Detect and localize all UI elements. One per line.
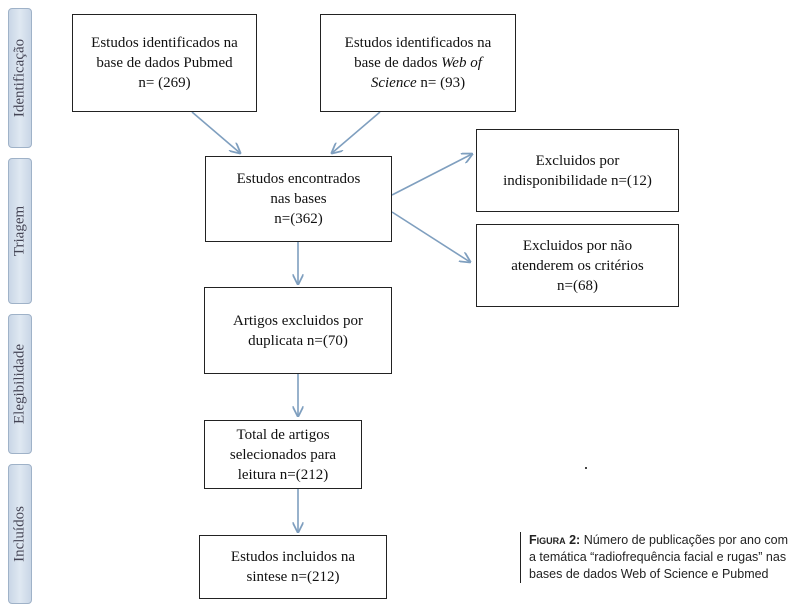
box-pubmed: Estudos identificados na base de dados P… (72, 14, 257, 112)
box-estudos-incluidos: Estudos incluidos na sintese n=(212) (199, 535, 387, 599)
box-web-of-science: Estudos identificados na base de dados W… (320, 14, 516, 112)
box-wos-line1: Estudos identificados na (344, 35, 492, 51)
stage-tab-triagem: Triagem (8, 158, 32, 304)
box-wos-line3: Science n= (93) (371, 73, 465, 93)
box-encontrados-line1: Estudos encontrados (236, 171, 361, 187)
box-selecionados-line1: Total de artigos (236, 426, 330, 443)
box-excluidos-indisponibilidade: Excluidos por indisponibilidade n=(12) (476, 129, 679, 212)
box-selecionados-line3: leitura n=(212) (237, 466, 329, 483)
stray-dot (585, 467, 587, 469)
box-duplicata-line2: duplicata n=(70) (248, 332, 348, 349)
box-wos-line2: base de dados Web of (354, 53, 482, 73)
box-criterios-line3: n=(68) (557, 277, 598, 294)
box-wos-line3-post: n= (93) (416, 75, 466, 91)
caption-label: Figura 2: (529, 533, 581, 547)
box-pubmed-line1: Estudos identificados na (91, 35, 238, 51)
arrow-to-indisponibilidade (391, 154, 472, 196)
box-encontrados-line2: nas bases (270, 191, 327, 207)
stage-tab-incluidos: Incluídos (8, 464, 32, 604)
box-artigos-duplicata: Artigos excluidos por duplicata n=(70) (204, 287, 392, 374)
figure-caption: Figura 2: Número de publicações por ano … (520, 532, 788, 583)
box-criterios-line2: atenderem os critérios (511, 257, 644, 274)
box-wos-line2-pre: base de dados (354, 55, 442, 71)
box-criterios-line1: Excluidos por não (522, 237, 633, 254)
box-pubmed-line3: n= (269) (138, 75, 191, 91)
box-incluidos-line2: sintese n=(212) (246, 569, 340, 585)
arrow-to-criterios (391, 211, 470, 262)
box-incluidos-line1: Estudos incluidos na (230, 549, 356, 565)
caption-text: Número de publicações por ano com a temá… (529, 533, 788, 581)
box-indisponibilidade-line2: indisponibilidade n=(12) (503, 172, 652, 189)
stage-tab-elegibilidade: Elegibilidade (8, 314, 32, 454)
box-selecionados-line2: selecionados para (229, 446, 337, 463)
box-indisponibilidade-line1: Excluidos por (535, 152, 620, 169)
stage-tab-identificacao: Identificação (8, 8, 32, 148)
box-wos-line3-italic: Science (370, 75, 417, 91)
box-wos-line2-italic: Web of (441, 55, 482, 71)
arrow-pubmed-to-encontrados (191, 111, 240, 153)
box-pubmed-line2: base de dados Pubmed (96, 55, 233, 71)
box-estudos-encontrados: Estudos encontrados nas bases n=(362) (205, 156, 392, 242)
box-excluidos-criterios: Excluidos por não atenderem os critérios… (476, 224, 679, 307)
box-duplicata-line1: Artigos excluidos por (233, 312, 363, 329)
box-artigos-selecionados: Total de artigos selecionados para leitu… (204, 420, 362, 489)
box-encontrados-line3: n=(362) (274, 211, 323, 227)
arrow-wos-to-encontrados (332, 111, 381, 153)
